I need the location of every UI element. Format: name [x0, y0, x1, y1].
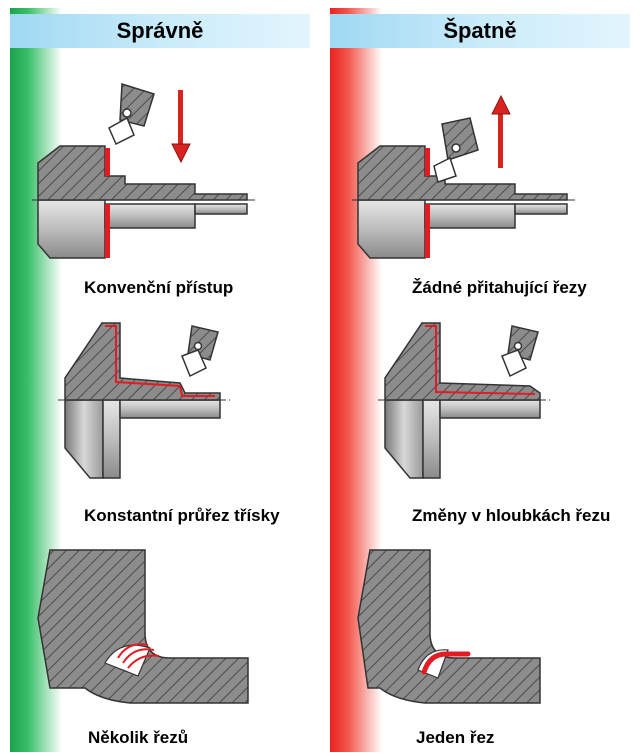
caption-constant-chip: Konstantní průřez třísky [84, 506, 280, 525]
cutting-tool-icon [433, 117, 479, 183]
multiple-cuts-figure [37, 549, 249, 704]
header-correct-label: Správně [116, 18, 204, 43]
arrow-down-icon [171, 90, 191, 164]
cutting-tool-icon [501, 325, 539, 378]
caption-no-pulling-cuts: Žádné přitahující řezy [412, 278, 587, 297]
no-pulling-cuts-figure [352, 94, 575, 259]
depth-change-figure [378, 322, 550, 479]
cutting-tool-icon [108, 82, 155, 146]
single-cut-figure [357, 549, 541, 704]
column-wrong: Špatně [330, 8, 640, 752]
header-correct: Správně [10, 14, 310, 48]
caption-depth-change: Změny v hloubkách řezu [412, 506, 611, 525]
caption-single-cut: Jeden řez [416, 728, 495, 747]
caption-conventional: Konvenční přístup [84, 278, 234, 297]
constant-chip-figure [58, 322, 230, 479]
conventional-turning-figure [32, 82, 255, 259]
illustrations-wrong [352, 94, 575, 704]
arrow-up-icon [491, 94, 511, 168]
illustrations-correct [32, 82, 255, 704]
caption-multiple-cuts: Několik řezů [88, 728, 189, 747]
cutting-tool-icon [181, 325, 219, 378]
header-wrong-label: Špatně [443, 18, 517, 43]
header-wrong: Špatně [330, 14, 630, 48]
column-correct: Správně [10, 8, 320, 752]
